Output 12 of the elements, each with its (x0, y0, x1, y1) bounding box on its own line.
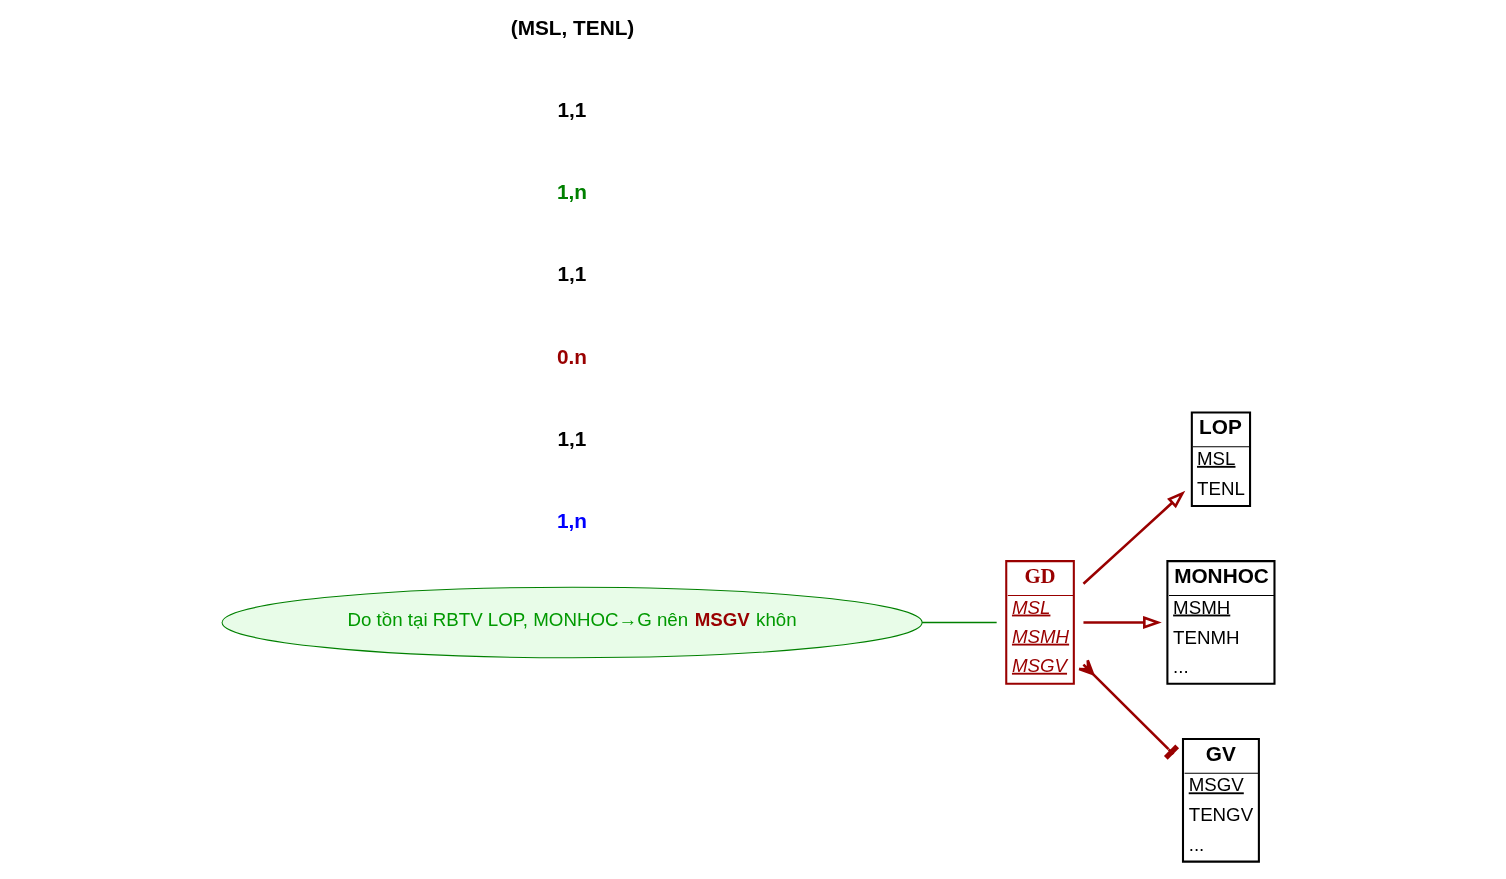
label: 1,n (557, 180, 588, 204)
connector (921, 621, 998, 624)
arrow (1083, 615, 1162, 630)
arrow (1082, 490, 1186, 585)
node-ellipse: Do tồn tại RBTV LOP, MONHOC→G nên MSGV khôn (221, 586, 923, 659)
label: 1,1 (557, 98, 587, 122)
label: 1,1 (557, 262, 587, 286)
label: 0.n (557, 344, 588, 368)
connector (1077, 659, 1180, 760)
label: 1,n (557, 508, 588, 532)
label: 1,1 (557, 426, 587, 450)
label: (MSL, TENL) (510, 16, 635, 40)
